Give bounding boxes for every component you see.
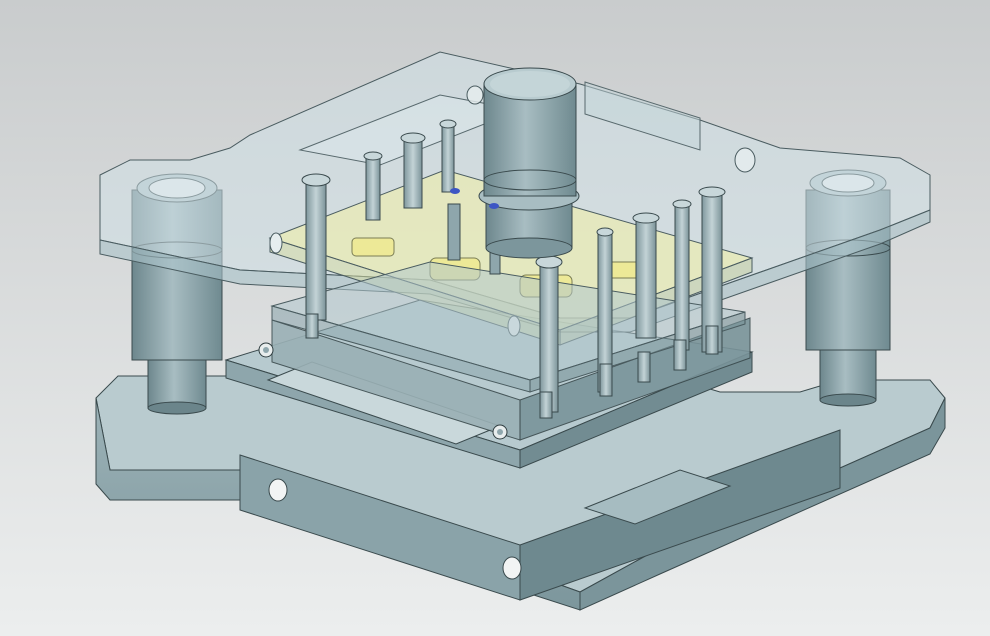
die-shank[interactable]	[478, 67, 580, 259]
top-plate-riser	[584, 81, 701, 151]
base-hole-left	[268, 478, 288, 502]
base-slot	[583, 469, 732, 525]
die-base[interactable]	[95, 355, 946, 611]
blue-marker-1	[450, 188, 460, 194]
lock-nut-left-core	[263, 347, 269, 353]
blue-marker-2	[489, 203, 499, 209]
base-hole-right	[502, 556, 522, 580]
punch-pins[interactable]	[301, 119, 726, 419]
lock-nut-front-core	[497, 429, 503, 435]
top-plate-side-hole	[734, 147, 756, 173]
base-lower-block-side	[519, 429, 841, 601]
top-plate-back-hole	[466, 85, 484, 105]
